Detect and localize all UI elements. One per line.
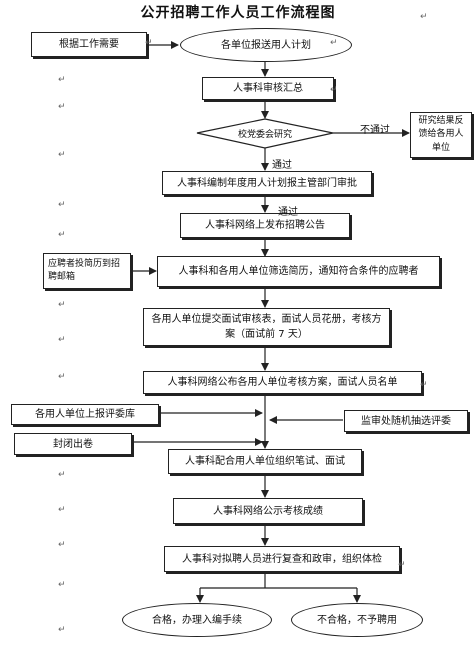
paragraph-mark: ↵ [58, 335, 66, 345]
node-exam-plan: 各用人单位提交面试审核表，面试人员花册，考核方案（面试前 7 天） [143, 308, 390, 346]
node-hr-review: 人事科审核汇总 [202, 77, 334, 100]
paragraph-mark: ↵ [58, 102, 66, 112]
edge-label-reject: 不通过 [360, 125, 390, 136]
edge-label-pass-1: 通过 [272, 160, 292, 171]
node-plan-submit: 各单位报送用人计划 [180, 28, 352, 62]
node-feedback: 研究结果反馈给各用人单位 [410, 112, 472, 158]
paragraph-mark: ↵ [58, 580, 66, 590]
node-results: 人事科网络公示考核成绩 [173, 498, 363, 524]
node-announce: 人事科网络公布各用人单位考核方案，面试人员名单 [143, 371, 422, 394]
node-screen: 人事科和各用人单位筛选简历，通知符合条件的应聘者 [157, 256, 440, 287]
decision-committee-label: 校党委会研究 [237, 129, 292, 140]
paragraph-mark: ↵ [58, 75, 66, 85]
node-check: 人事科对拟聘人员进行复查和政审，组织体检 [164, 546, 400, 572]
node-fail: 不合格，不予聘用 [291, 603, 423, 637]
paragraph-mark: ↵ [58, 300, 66, 310]
paragraph-mark: ↵ [145, 38, 153, 48]
node-judges: 各用人单位上报评委库 [11, 404, 159, 425]
node-basis: 根据工作需要 [31, 32, 147, 57]
paragraph-mark: ↵ [58, 230, 66, 240]
node-organize: 人事科配合用人单位组织笔试、面试 [168, 449, 362, 474]
paragraph-mark: ↵ [330, 38, 338, 48]
paragraph-mark: ↵ [58, 200, 66, 210]
paragraph-mark: ↵ [58, 470, 66, 480]
page-title: 公开招聘工作人员工作流程图 [140, 5, 336, 21]
paragraph-mark: ↵ [420, 12, 428, 22]
paragraph-mark: ↵ [58, 372, 66, 382]
node-sealed: 封闭出卷 [14, 433, 132, 455]
node-random: 监审处随机抽选评委 [344, 410, 468, 432]
node-resume-mail: 应聘者投简历到招聘邮箱 [43, 253, 131, 289]
paragraph-mark: ↵ [420, 380, 428, 390]
edge-label-pass-2: 通过 [278, 207, 298, 218]
paragraph-mark: ↵ [398, 560, 406, 570]
paragraph-mark: ↵ [58, 150, 66, 160]
paragraph-mark: ↵ [58, 540, 66, 550]
paragraph-mark: ↵ [58, 505, 66, 515]
node-publish: 人事科网络上发布招聘公告 [180, 213, 350, 238]
paragraph-mark: ↵ [58, 625, 66, 635]
paragraph-mark: ↵ [330, 85, 338, 95]
node-approve: 人事科编制年度用人计划报主管部门审批 [162, 171, 372, 195]
node-pass: 合格，办理入编手续 [122, 603, 272, 637]
